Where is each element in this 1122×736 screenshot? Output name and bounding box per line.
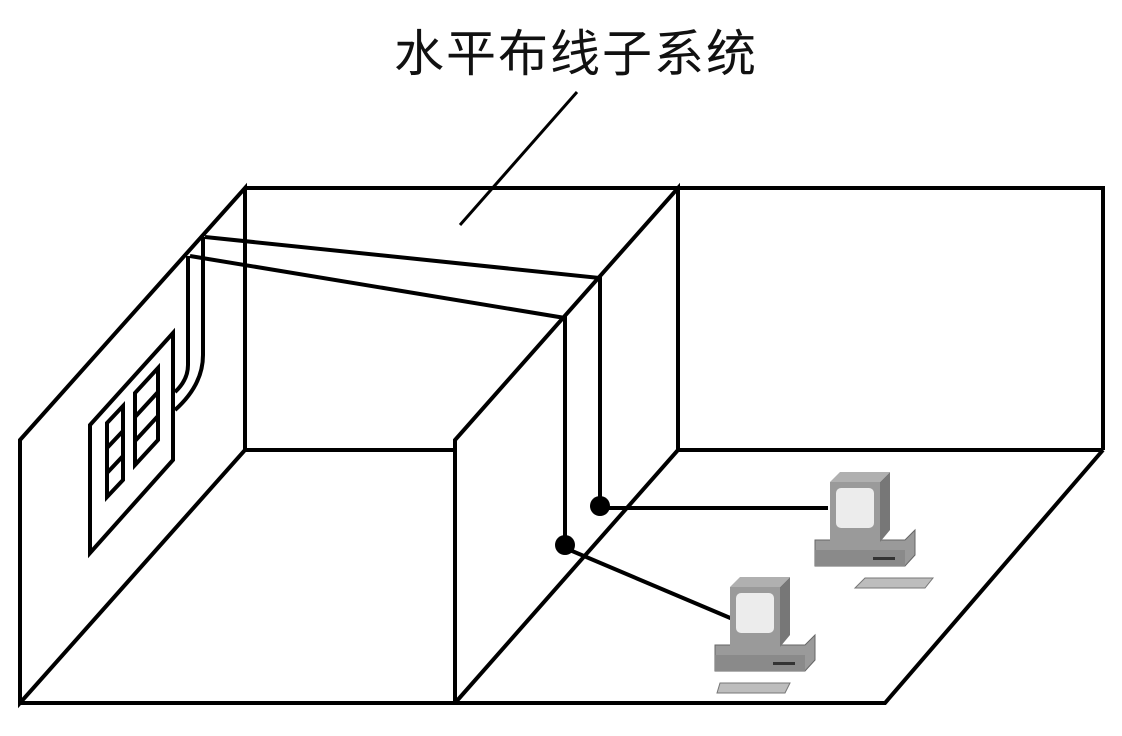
computer-icon	[814, 472, 935, 589]
cable-drop-inner	[173, 256, 190, 394]
outlet-jack-2	[555, 535, 575, 555]
patch-panel	[88, 327, 175, 559]
cable-lower	[189, 254, 567, 545]
diagram-title: 水平布线子系统	[394, 25, 758, 83]
cable-to-computer-2	[564, 546, 736, 622]
cable-upper	[204, 235, 602, 505]
computer-icon	[714, 577, 816, 694]
label-leader-line	[458, 91, 579, 226]
partition-wall	[453, 182, 680, 705]
cable-drop-outer	[173, 237, 205, 412]
floor-front-edge	[20, 448, 1105, 705]
left-wall	[18, 182, 247, 709]
building-top-edge	[245, 186, 1105, 450]
outlet-jack-1	[590, 496, 610, 516]
